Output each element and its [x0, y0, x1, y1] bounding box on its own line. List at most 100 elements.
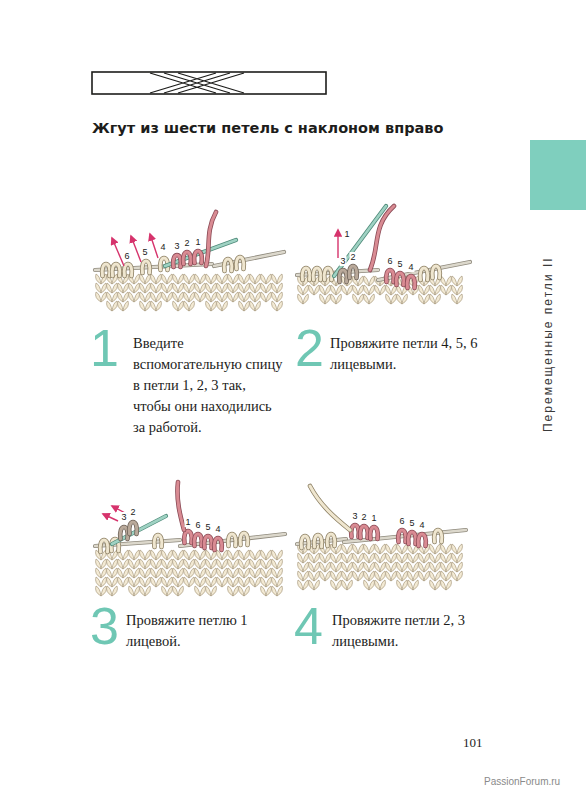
stitch-leg [408, 553, 413, 563]
stitch-leg [145, 550, 150, 560]
loop-outline [396, 273, 404, 285]
stitch-loop [236, 257, 244, 269]
stitch-leg [364, 276, 369, 286]
stitch-leg [107, 283, 112, 293]
stitch-leg [261, 586, 266, 596]
stitch-leg [118, 283, 123, 293]
stitch-leg [134, 283, 139, 293]
stitch-leg [277, 301, 282, 311]
stitch-number: 1 [370, 513, 377, 523]
stitch-leg [244, 292, 249, 302]
stitch-leg [140, 301, 145, 311]
stitch-leg [277, 559, 282, 569]
stitch-leg [129, 292, 134, 302]
stitch-leg [424, 285, 429, 295]
stitch-leg [222, 274, 227, 284]
stitch-leg [222, 292, 227, 302]
stitch-leg [369, 294, 374, 304]
step-text: Провяжите петли 4, 5, 6 лицевыми. [330, 333, 480, 375]
stitch-leg [413, 580, 418, 590]
step-number: 1 [90, 322, 119, 374]
stitch-leg [156, 559, 161, 569]
stitch-leg [118, 577, 123, 587]
stitch-loop [184, 531, 192, 543]
stitch-leg [151, 550, 156, 560]
stitch-leg [222, 559, 227, 569]
stitch-loop [154, 535, 162, 547]
stitch-leg [331, 285, 336, 295]
stitch-loop [386, 270, 394, 282]
stitch-leg [200, 550, 205, 560]
stitch-leg [347, 553, 352, 563]
knitting-illustrations [95, 206, 470, 596]
stitch-leg [298, 571, 303, 581]
stitch-leg [112, 568, 117, 578]
stitch-leg [244, 586, 249, 596]
direction-arrow [131, 236, 141, 262]
stitch-leg [107, 586, 112, 596]
stitch-leg [402, 580, 407, 590]
stitch-leg [156, 292, 161, 302]
stitch-number: 4 [159, 242, 166, 252]
stitch-leg [151, 292, 156, 302]
stitch-leg [151, 274, 156, 284]
loop-outline [407, 276, 415, 288]
stitch-number: 2 [129, 507, 136, 517]
stitch-leg [217, 292, 222, 302]
loop-outline [142, 261, 150, 273]
stitch-leg [184, 577, 189, 587]
stitch-leg [200, 568, 205, 578]
stitch-leg [134, 577, 139, 587]
stitch-leg [107, 292, 112, 302]
stitch-leg [101, 559, 106, 569]
stitch-leg [369, 571, 374, 581]
stitch-leg [266, 292, 271, 302]
stitch-leg [107, 568, 112, 578]
stitch-leg [320, 553, 325, 563]
stitch-leg [140, 283, 145, 293]
stitch-leg [309, 580, 314, 590]
stitch-leg [419, 285, 424, 295]
stitch-leg [380, 562, 385, 572]
stitch-loop [240, 533, 248, 545]
stitch-leg [364, 580, 369, 590]
yarn-outline [370, 206, 394, 270]
stitch-leg [353, 562, 358, 572]
loop-outline [100, 540, 108, 552]
stitch-leg [435, 571, 440, 581]
stitch-leg [325, 562, 330, 572]
stitch-leg [446, 276, 451, 286]
stitch-leg [298, 285, 303, 295]
stitch-number: 5 [396, 259, 403, 269]
stitch-leg [195, 550, 200, 560]
step-illustration [297, 486, 466, 590]
loop-outline [360, 526, 368, 538]
stitch-leg [239, 274, 244, 284]
working-yarn [177, 482, 184, 530]
stitch-leg [233, 586, 238, 596]
stitch-leg [178, 586, 183, 596]
loop-outline [112, 264, 120, 276]
stitch-leg [145, 292, 150, 302]
watermark: PassionForum.ru [484, 776, 560, 788]
stitch-leg [277, 283, 282, 293]
stitch-leg [375, 580, 380, 590]
direction-arrow [337, 230, 338, 258]
stitch-leg [364, 553, 369, 563]
stitch-loop [124, 264, 132, 276]
stitch-leg [391, 544, 396, 554]
stitch-leg [200, 283, 205, 293]
stitch-leg [364, 285, 369, 295]
stitch-leg [342, 553, 347, 563]
stitch-loop [370, 527, 378, 539]
loop-outline [214, 538, 222, 550]
stitch-leg [233, 577, 238, 587]
stitch-leg [222, 568, 227, 578]
stitch-leg [145, 274, 150, 284]
stitch-leg [123, 550, 128, 560]
stitch-leg [173, 301, 178, 311]
stitch-leg [424, 571, 429, 581]
stitch-leg [358, 571, 363, 581]
stitch-leg [189, 301, 194, 311]
